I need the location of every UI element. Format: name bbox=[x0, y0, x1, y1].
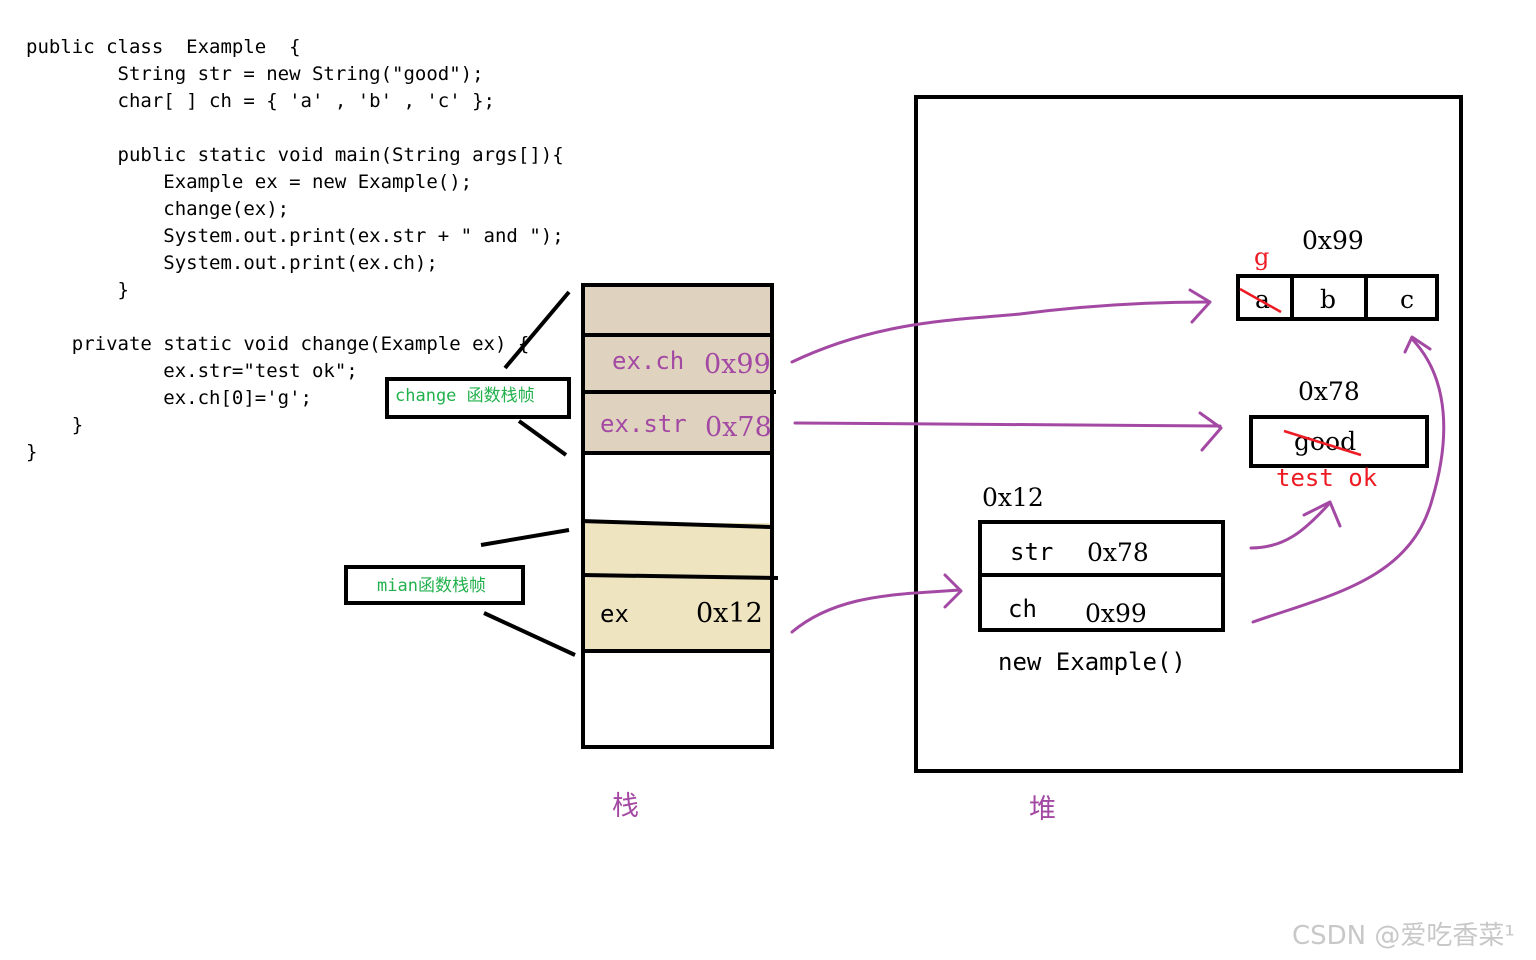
code-line: System.out.print(ex.ch); bbox=[26, 252, 438, 274]
array-cell-0: a bbox=[1255, 285, 1270, 314]
main-frame-callout: mian函数栈帧 bbox=[344, 528, 576, 657]
code-line: Example ex = new Example(); bbox=[26, 171, 472, 193]
code-line: char[ ] ch = { 'a' , 'b' , 'c' }; bbox=[26, 90, 495, 112]
code-line: public static void main(String args[]){ bbox=[26, 144, 564, 166]
arrow-ex-str-to-string bbox=[793, 421, 1222, 428]
slot-ex-str-value: 0x78 bbox=[705, 412, 772, 443]
object-caption: new Example() bbox=[998, 648, 1186, 676]
array-new-first: g bbox=[1254, 243, 1269, 271]
arrow-ex-ch-to-array bbox=[790, 300, 1210, 364]
callout-line bbox=[517, 419, 568, 457]
string-box bbox=[1249, 415, 1429, 468]
code-line: } bbox=[26, 414, 83, 436]
arrowhead bbox=[1302, 500, 1342, 528]
callout-line bbox=[480, 528, 570, 547]
watermark: CSDN @爱吃香菜¹ bbox=[1292, 921, 1515, 951]
arrowhead bbox=[1403, 335, 1432, 354]
code-line: public class Example { bbox=[26, 36, 301, 58]
arrowhead bbox=[943, 573, 963, 609]
array-box bbox=[1236, 274, 1439, 321]
slot-ex-ch-name: ex.ch bbox=[612, 347, 684, 375]
stack: ex.ch 0x99 ex.str 0x78 ex 0x12 bbox=[580, 283, 779, 749]
heap-char-array: 0x99 g a b c bbox=[1236, 226, 1439, 321]
callout-line bbox=[503, 290, 571, 370]
field-ch-value: 0x99 bbox=[1085, 599, 1147, 628]
stack-caption: 栈 bbox=[612, 791, 639, 822]
field-ch-name: ch bbox=[1008, 595, 1037, 623]
string-address: 0x78 bbox=[1298, 377, 1360, 406]
field-str-value: 0x78 bbox=[1087, 538, 1149, 567]
strike-mark bbox=[1239, 287, 1282, 314]
strike-mark bbox=[1283, 429, 1362, 457]
array-cell-1: b bbox=[1320, 285, 1336, 314]
string-new-value: test ok bbox=[1276, 464, 1378, 492]
arrow-str-to-string bbox=[1249, 503, 1330, 550]
arrowhead bbox=[1198, 411, 1223, 452]
slot-ex-ch-value: 0x99 bbox=[704, 349, 771, 380]
stack-outline bbox=[581, 283, 774, 749]
slot-ex-name: ex bbox=[600, 600, 629, 628]
callout-line bbox=[483, 611, 576, 657]
change-frame-fill bbox=[583, 285, 772, 453]
code-line: ex.ch[0]='g'; bbox=[26, 387, 312, 409]
arrow-ch-to-array bbox=[1251, 338, 1446, 624]
heap-string: 0x78 good test ok bbox=[1249, 377, 1429, 492]
code-line: String str = new String("good"); bbox=[26, 63, 484, 85]
code-line: } bbox=[26, 279, 129, 301]
code-line: ex.str="test ok"; bbox=[26, 360, 358, 382]
arrowhead bbox=[1188, 288, 1212, 324]
heap-caption: 堆 bbox=[1029, 794, 1056, 825]
code-line: private static void change(Example ex) { bbox=[26, 333, 529, 355]
slot-ex-value: 0x12 bbox=[696, 598, 763, 629]
code-block: public class Example { String str = new … bbox=[26, 36, 564, 463]
code-line: change(ex); bbox=[26, 198, 289, 220]
code-line: } bbox=[26, 441, 37, 463]
main-frame-label: mian函数栈帧 bbox=[377, 576, 486, 596]
stack-divider bbox=[580, 519, 771, 529]
code-line: System.out.print(ex.str + " and "); bbox=[26, 225, 564, 247]
main-frame-label-box bbox=[344, 565, 525, 605]
heap-outline bbox=[914, 95, 1463, 773]
slot-ex-str-name: ex.str bbox=[600, 410, 687, 438]
main-frame-fill bbox=[583, 523, 772, 651]
arrow-ex-to-object bbox=[790, 588, 962, 634]
field-str-name: str bbox=[1010, 538, 1053, 566]
array-address: 0x99 bbox=[1302, 226, 1364, 255]
change-frame-callout: change 函数栈帧 bbox=[385, 290, 571, 457]
stack-divider bbox=[582, 573, 779, 580]
change-frame-label: change 函数栈帧 bbox=[395, 386, 535, 406]
heap-object: 0x12 str 0x78 ch 0x99 new Example() bbox=[978, 483, 1225, 676]
object-address: 0x12 bbox=[982, 483, 1044, 512]
change-frame-label-box bbox=[385, 377, 571, 419]
reference-arrows bbox=[790, 288, 1446, 634]
array-cell-2: c bbox=[1400, 285, 1414, 314]
